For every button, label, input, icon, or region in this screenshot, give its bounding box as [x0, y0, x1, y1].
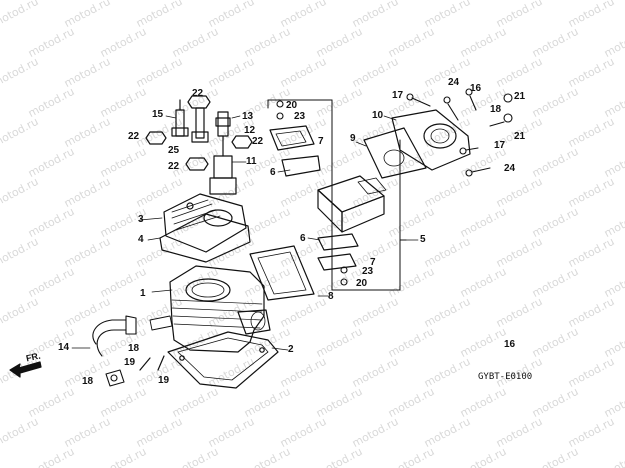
- part-label-21-upper: 21: [514, 91, 526, 102]
- intake-manifold: [391, 109, 471, 171]
- part-label-20-lower: 20: [356, 278, 368, 289]
- bolts: [276, 88, 513, 286]
- water-hose: [92, 315, 137, 387]
- part-label-15: 15: [152, 109, 164, 120]
- part-label-1: 1: [140, 288, 146, 299]
- part-label-3: 3: [138, 214, 144, 225]
- reed-plate-lower: [317, 233, 359, 271]
- diagram-code: GYBT-E0100: [478, 372, 533, 382]
- part-label-9: 9: [350, 133, 356, 144]
- part-label-2: 2: [288, 344, 294, 355]
- part-label-7-lower: 7: [370, 257, 376, 268]
- part-label-19-left: 19: [124, 357, 136, 368]
- part-label-13: 13: [242, 111, 254, 122]
- cylinder-head: [159, 193, 251, 263]
- part-label-16-lower: 16: [504, 339, 516, 350]
- spark-plug: [171, 99, 209, 143]
- part-label-22-right: 22: [252, 136, 264, 147]
- part-label-20-upper: 20: [286, 100, 298, 111]
- part-label-19-right: 19: [158, 375, 170, 386]
- cap-nut: [145, 95, 253, 171]
- cylinder-base-gasket: [167, 331, 279, 389]
- part-label-6-upper: 6: [270, 167, 276, 178]
- leader-lines: [71, 115, 419, 351]
- part-label-24-upper: 24: [448, 77, 460, 88]
- part-label-23-upper: 23: [294, 111, 306, 122]
- part-label-11: 11: [246, 156, 257, 167]
- part-label-14: 14: [58, 342, 70, 353]
- part-label-7-upper: 7: [318, 136, 324, 147]
- reed-plate-upper: [269, 125, 321, 177]
- reed-valve-block: [317, 175, 387, 233]
- part-label-16-upper: 16: [470, 83, 482, 94]
- part-label-22-lower: 22: [168, 161, 180, 172]
- part-label-22-top: 22: [192, 88, 204, 99]
- front-arrow: [9, 361, 42, 378]
- part-label-8: 8: [328, 291, 334, 302]
- part-label-25: 25: [168, 145, 180, 156]
- part-label-17-upper: 17: [392, 90, 404, 101]
- part-label-6-lower: 6: [300, 233, 306, 244]
- part-label-21-lower: 21: [514, 131, 526, 142]
- stud-bolts: [139, 355, 165, 371]
- insulator-gasket: [249, 127, 427, 301]
- part-label-23-lower: 23: [362, 266, 374, 277]
- part-label-24-lower: 24: [504, 163, 516, 174]
- part-label-17-lower: 17: [494, 140, 506, 151]
- temperature-sensor: [209, 111, 237, 195]
- cylinder: [149, 265, 271, 353]
- part-label-18-lower: 18: [82, 376, 94, 387]
- part-label-5: 5: [420, 234, 426, 245]
- part-label-4: 4: [138, 234, 144, 245]
- part-label-18-hose: 18: [128, 343, 140, 354]
- part-label-12: 12: [244, 125, 256, 136]
- part-label-10: 10: [372, 110, 384, 121]
- part-label-22-left: 22: [128, 131, 140, 142]
- part-label-18-upper: 18: [490, 104, 502, 115]
